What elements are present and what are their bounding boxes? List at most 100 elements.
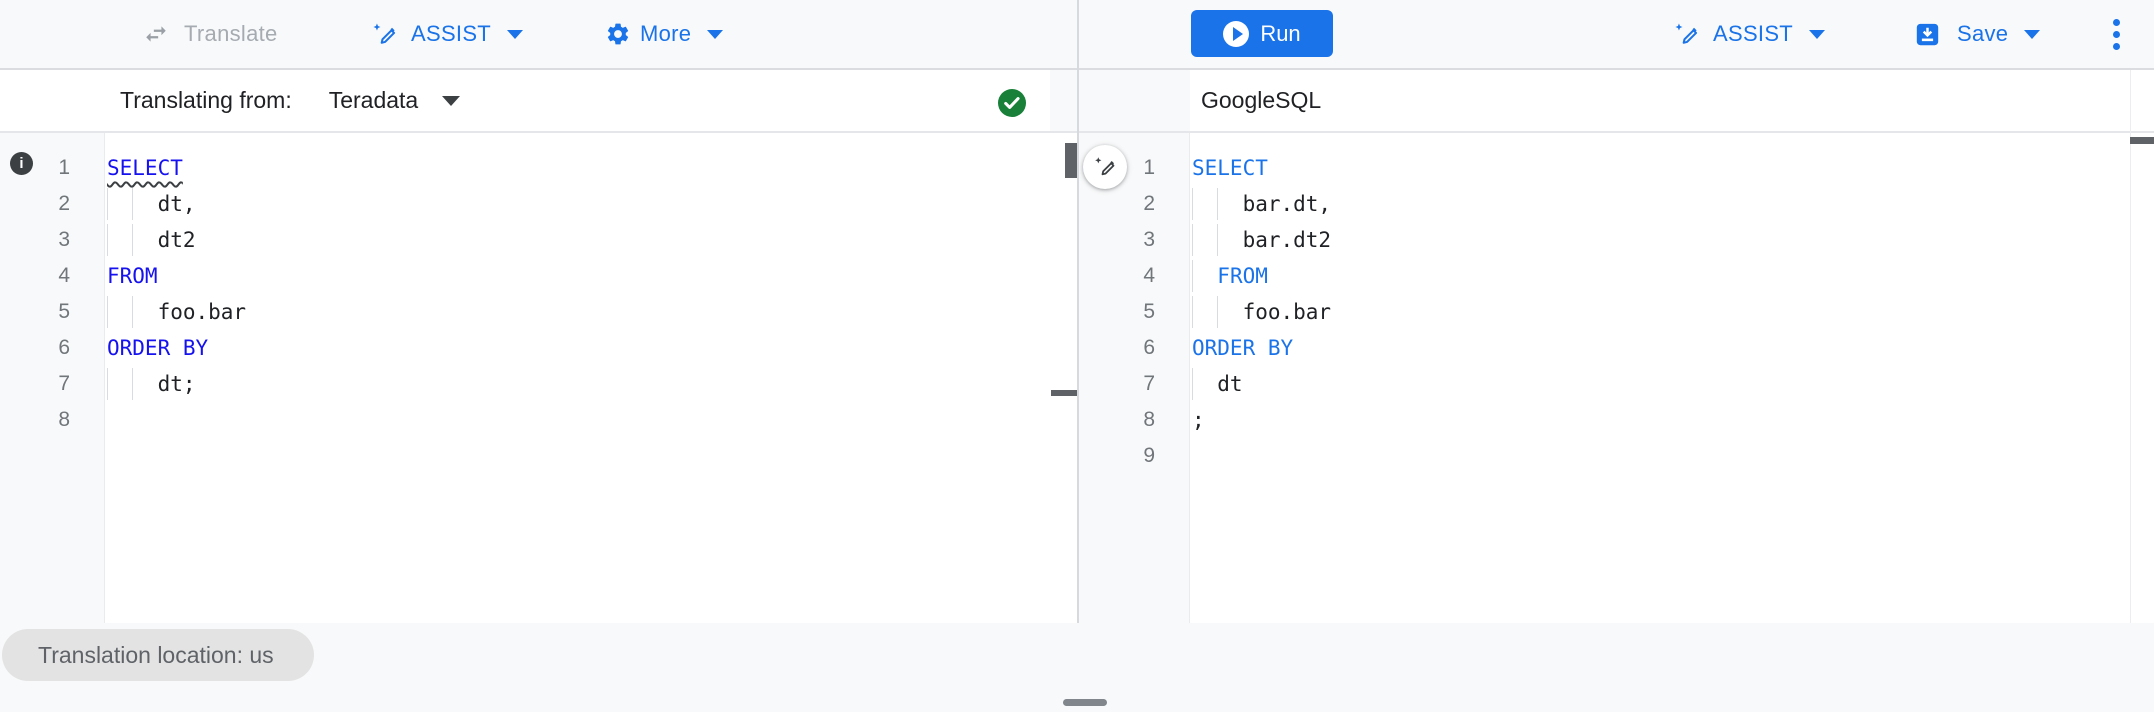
translate-label: Translate [184,21,278,46]
save-download-icon [1914,21,1941,48]
line-number: 8 [58,408,70,431]
sql-keyword-token: FROM [107,264,158,288]
assist-right-button[interactable]: ASSIST [1673,0,1826,68]
code-line[interactable]: bar.dt2 [1192,222,1331,258]
assist-wand-button[interactable] [1083,145,1127,189]
assist-left-label: ASSIST [411,21,492,46]
magic-pen-icon [1673,21,1700,48]
code-line[interactable]: ORDER BY [107,330,246,366]
line-number: 3 [1143,228,1155,251]
sql-token [1192,264,1217,288]
line-number: 9 [1143,444,1155,467]
play-circle-icon [1223,20,1250,47]
code-line[interactable] [107,402,246,438]
gear-icon [605,21,631,47]
code-line[interactable]: SELECT [107,150,246,186]
code-line[interactable]: foo.bar [1192,294,1331,330]
indent-guide [107,224,108,256]
line-number: 5 [1143,300,1155,323]
left-pane-header: Translating from: Teradata [0,70,1077,133]
run-button[interactable]: Run [1191,10,1333,57]
indent-guide [132,188,134,220]
header-scroll-corner [1050,70,1077,131]
source-dialect-value: Teradata [328,87,419,113]
panel-resize-handle[interactable] [1063,699,1107,706]
line-number: 2 [58,192,70,215]
code-line[interactable]: foo.bar [107,294,246,330]
line-number: 4 [58,264,70,287]
indent-guide [107,368,108,400]
code-line[interactable]: bar.dt, [1192,186,1331,222]
line-number: 3 [58,228,70,251]
sql-token: ; [1192,408,1205,432]
chevron-down-icon [507,29,524,39]
indent-guide [1192,260,1193,292]
line-number: 2 [1143,192,1155,215]
more-label: More [640,21,692,46]
code-line[interactable]: dt; [107,366,246,402]
line-number: 6 [1143,336,1155,359]
line-number: 1 [1143,156,1155,179]
right-editor-gutter [1079,133,1190,623]
indent-guide [132,368,134,400]
indent-guide [132,224,134,256]
line-number: 5 [58,300,70,323]
indent-guide [1192,368,1193,400]
code-line[interactable]: dt2 [107,222,246,258]
left-editor-scroll-marker[interactable] [1051,390,1077,396]
sql-token: foo.bar [107,300,247,324]
sql-token: dt [1192,372,1243,396]
swap-horizontal-icon [143,21,169,47]
line-number: 7 [58,372,70,395]
chevron-down-icon [1809,29,1826,39]
line-number: 7 [1143,372,1155,395]
indent-guide [1217,188,1219,220]
assist-left-button[interactable]: ASSIST [371,0,524,68]
sql-token: dt, [107,192,196,216]
translate-button[interactable]: Translate [143,0,278,68]
sql-token: dt; [107,372,196,396]
translation-location-text: Translation location: us [38,641,274,668]
right-editor-scrollbar-track [2130,70,2131,623]
code-line[interactable]: SELECT [1192,150,1331,186]
more-button[interactable]: More [605,0,724,68]
source-dialect-dropdown[interactable]: Teradata [329,87,461,114]
line-number: 6 [58,336,70,359]
run-label: Run [1260,20,1301,46]
right-editor-scroll-marker[interactable] [2130,137,2154,144]
left-editor-gutter [0,133,105,623]
indent-guide [1192,188,1193,220]
sql-token: bar.dt, [1192,192,1332,216]
indent-guide [132,296,134,328]
line-number: 4 [1143,264,1155,287]
info-icon[interactable]: i [10,152,33,175]
sql-keyword-token: FROM [1217,264,1268,288]
chevron-down-icon [442,95,461,106]
line-number: 8 [1143,408,1155,431]
sql-keyword-token: SELECT [1192,156,1268,180]
code-line[interactable]: dt [1192,366,1331,402]
line-number: 1 [58,156,70,179]
chevron-down-icon [707,29,724,39]
magic-pen-icon [371,21,398,48]
code-line[interactable]: ORDER BY [1192,330,1331,366]
code-line[interactable]: FROM [1192,258,1331,294]
save-button[interactable]: Save [1914,0,2041,68]
code-line[interactable]: dt, [107,186,246,222]
save-label: Save [1957,21,2009,46]
header-gutter-strip [1079,70,1190,131]
footer-bar: Translation location: us [0,623,2154,712]
left-editor-vertical-scrollbar-thumb[interactable] [1065,143,1077,178]
kebab-menu-icon[interactable] [2100,0,2132,68]
right-pane-header: GoogleSQL [1079,70,2154,133]
sql-token: foo.bar [1192,300,1332,324]
right-line-numbers: 1 2 3 4 5 6 7 8 9 [1079,150,1155,474]
sql-keyword-token: ORDER BY [1192,336,1294,360]
code-line[interactable]: ; [1192,402,1331,438]
code-line[interactable]: FROM [107,258,246,294]
pane-divider[interactable] [1077,0,1079,623]
code-line[interactable] [1192,438,1331,474]
